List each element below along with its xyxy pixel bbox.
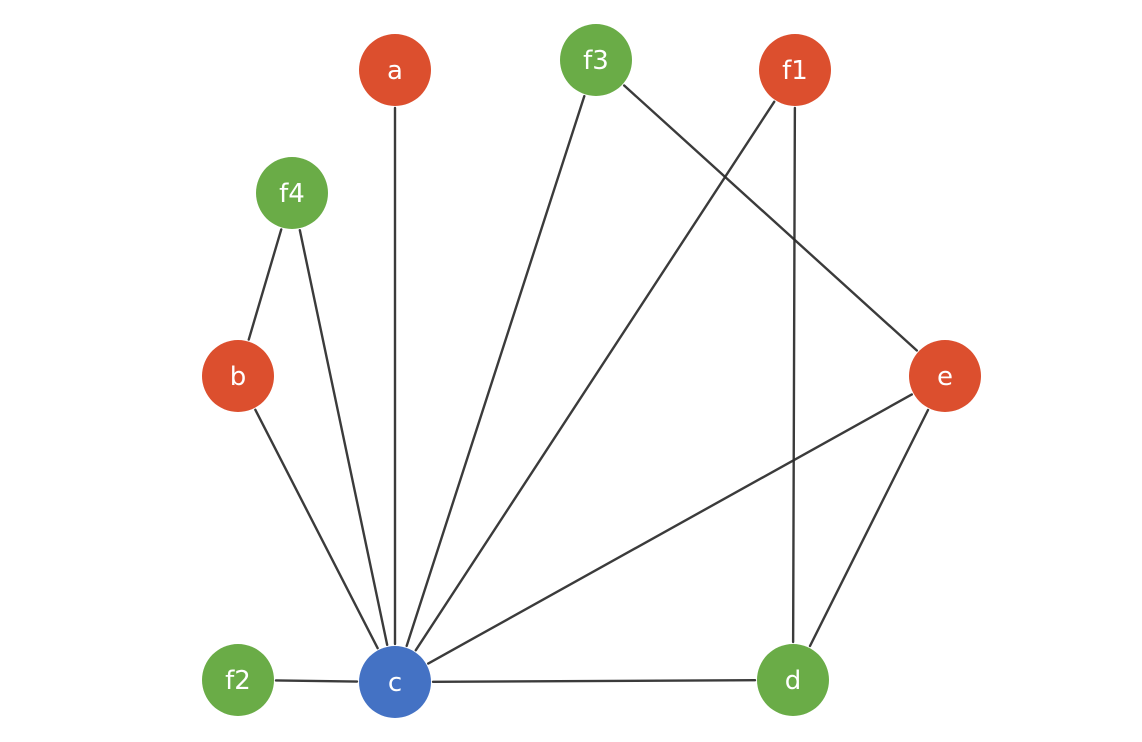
- nodes-layer: a f3 f1 f4 b e f2 c d: [202, 24, 981, 718]
- node-label: b: [230, 362, 247, 392]
- node-f4[interactable]: f4: [256, 157, 328, 229]
- node-circle: [757, 644, 829, 716]
- node-d[interactable]: d: [757, 644, 829, 716]
- edge-f3-c: [405, 94, 586, 648]
- edge-f4-b: [247, 228, 283, 341]
- node-a[interactable]: a: [359, 34, 431, 106]
- edge-f1-c: [414, 100, 776, 652]
- node-e[interactable]: e: [909, 340, 981, 412]
- node-circle: [359, 646, 431, 718]
- node-label: e: [937, 362, 953, 392]
- node-label: d: [785, 666, 802, 696]
- node-circle: [202, 340, 274, 412]
- node-label: f2: [225, 666, 251, 696]
- edge-c-d: [431, 678, 757, 684]
- edges-layer: [247, 84, 930, 684]
- edge-f1-d: [791, 106, 797, 644]
- edge-e-c: [427, 393, 913, 665]
- node-f3[interactable]: f3: [560, 24, 632, 96]
- node-f2[interactable]: f2: [202, 644, 274, 716]
- node-label: a: [387, 56, 403, 86]
- node-label: f3: [583, 46, 609, 76]
- node-circle: [909, 340, 981, 412]
- edge-f2-c: [274, 679, 359, 683]
- edge-f3-e: [622, 84, 919, 352]
- node-f1[interactable]: f1: [759, 34, 831, 106]
- node-label: f1: [782, 56, 808, 86]
- edge-f4-c: [298, 228, 389, 647]
- node-circle: [759, 34, 831, 106]
- node-label: f4: [279, 179, 305, 209]
- edge-b-c: [254, 408, 379, 650]
- node-circle: [202, 644, 274, 716]
- node-circle: [359, 34, 431, 106]
- node-circle: [560, 24, 632, 96]
- node-circle: [256, 157, 328, 229]
- edge-e-d: [808, 408, 930, 648]
- node-label: c: [388, 668, 402, 698]
- node-c[interactable]: c: [359, 646, 431, 718]
- node-b[interactable]: b: [202, 340, 274, 412]
